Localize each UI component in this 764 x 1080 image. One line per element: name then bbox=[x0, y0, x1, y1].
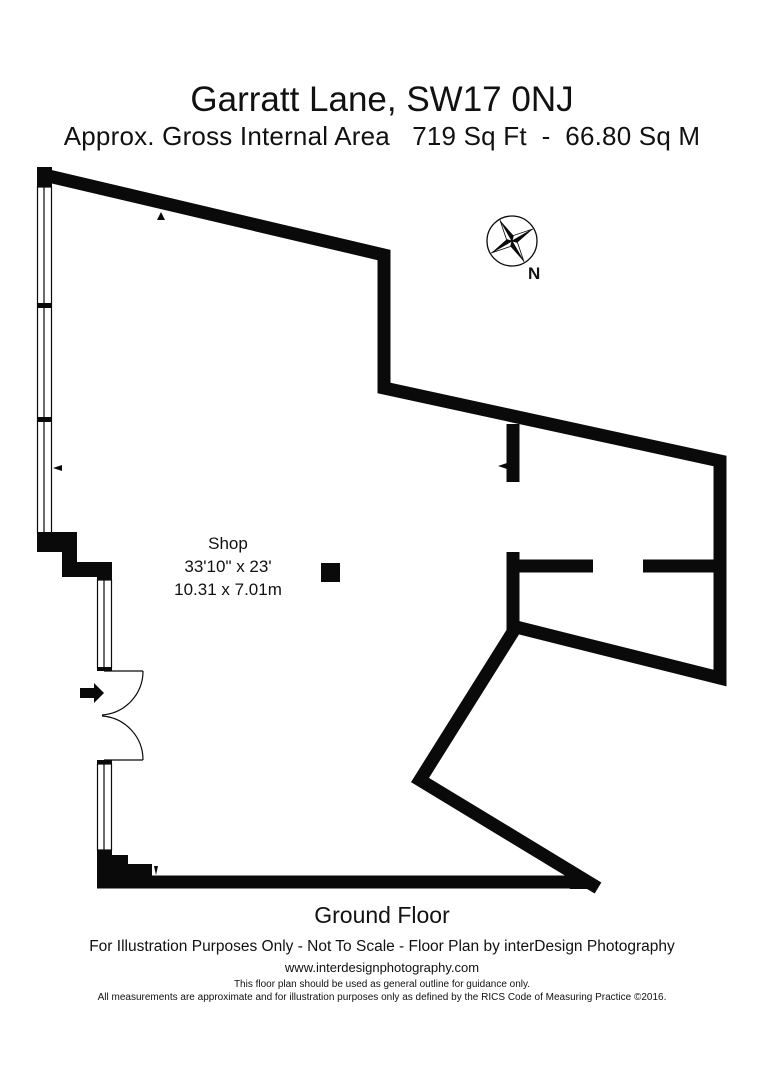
room-name: Shop bbox=[208, 534, 248, 553]
wall-corner bbox=[37, 167, 52, 187]
guidance-note: This floor plan should be used as genera… bbox=[233, 979, 531, 990]
meter-marker bbox=[154, 866, 158, 875]
door-jamb bbox=[97, 760, 112, 764]
room-dimensions-metric: 10.31 x 7.01m bbox=[174, 580, 282, 599]
north-label: N bbox=[528, 264, 541, 283]
bottom-wall-tip bbox=[560, 876, 598, 889]
floor-name: Ground Floor bbox=[314, 902, 450, 928]
measurement-note: All measurements are approximate and for… bbox=[97, 992, 667, 1003]
room-dimensions-imperial: 33'10" x 23' bbox=[184, 557, 272, 576]
outer-wall bbox=[38, 167, 727, 894]
plan-title: Garratt Lane, SW17 0NJ bbox=[190, 80, 574, 119]
meter-marker bbox=[53, 465, 62, 471]
meter-marker bbox=[498, 463, 507, 469]
meter-marker bbox=[157, 212, 165, 220]
window-mullion bbox=[37, 417, 52, 422]
door-jamb bbox=[97, 667, 112, 671]
window bbox=[96, 579, 113, 851]
window-mullion bbox=[37, 303, 52, 308]
double-door bbox=[101, 670, 144, 761]
window bbox=[36, 186, 53, 534]
entrance-arrow-icon bbox=[80, 683, 104, 703]
area-summary: Approx. Gross Internal Area 719 Sq Ft - … bbox=[63, 121, 701, 151]
wall-step bbox=[97, 850, 160, 888]
website-link[interactable]: www.interdesignphotography.com bbox=[284, 960, 480, 975]
disclaimer: For Illustration Purposes Only - Not To … bbox=[89, 938, 675, 955]
room-label-shop: Shop 33'10" x 23' 10.31 x 7.01m bbox=[150, 532, 306, 601]
compass-rose-icon bbox=[486, 215, 538, 267]
column bbox=[321, 563, 340, 582]
wall-step bbox=[37, 532, 112, 580]
